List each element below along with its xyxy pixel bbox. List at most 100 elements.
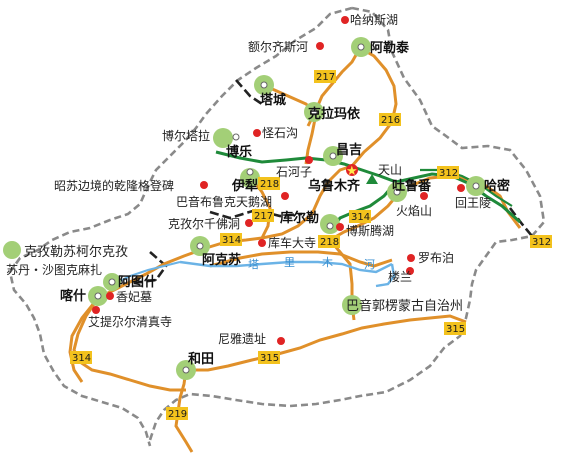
city-label-korla: 库尔勒	[280, 210, 319, 226]
kongque-river	[117, 261, 181, 283]
route-badge-314b-label: 314	[351, 212, 370, 223]
poi-dot-erqisi[interactable]	[316, 42, 324, 50]
poi-dot-bositeng[interactable]	[336, 223, 344, 231]
region-label-sudan: 苏丹・沙图克麻扎	[6, 262, 102, 277]
tarim-river	[179, 260, 393, 274]
poi-dot-xiangfei[interactable]	[106, 292, 114, 300]
route-badge-314c	[70, 351, 92, 364]
disputed-border-north	[235, 79, 263, 106]
city-label-urumqi: 乌鲁木齐	[308, 178, 361, 194]
poi-dot-hanas[interactable]	[341, 16, 349, 24]
route-badge-218a	[258, 177, 280, 190]
route-badge-217a-label: 217	[316, 72, 335, 83]
mountain-icon	[366, 174, 378, 184]
poi-label-kuchedasi: 库车大寺	[268, 235, 316, 250]
rail-urumqi-hami	[395, 172, 521, 224]
road-kashgar-south	[72, 297, 186, 392]
city-markers	[3, 37, 486, 380]
poi-label-huiwangling: 回王陵	[455, 196, 491, 210]
route-badge-315b-label: 315	[260, 353, 279, 364]
route-badge-218a-label: 218	[260, 179, 279, 190]
road-hotan-east	[186, 314, 467, 372]
province-border	[148, 6, 546, 441]
route-badge-312b-label: 312	[532, 237, 551, 248]
city-marker-boertala[interactable]	[213, 128, 233, 148]
capital-marker-urumqi[interactable]	[346, 164, 358, 176]
poi-label-huoyanshan: 火焰山	[396, 203, 432, 218]
road-kashgar-west	[68, 297, 100, 383]
region-marker-kizilsu[interactable]	[3, 241, 21, 259]
city-label-kelamayi: 克拉玛依	[308, 106, 361, 122]
rail-bole-urumqi	[215, 150, 397, 184]
city-label-aksu: 阿克苏	[202, 252, 241, 268]
poi-dot-kezier[interactable]	[245, 219, 253, 227]
route-badge-314a	[220, 233, 242, 246]
city-marker-yining[interactable]	[240, 168, 260, 188]
disputed-border-aksu	[125, 251, 168, 286]
river-char-1: 塔	[248, 258, 259, 271]
route-badge-314a-label: 314	[222, 235, 241, 246]
poi-dot-luobupo[interactable]	[407, 254, 415, 262]
poi-dot-huoyanshan[interactable]	[420, 192, 428, 200]
poi-dot-huiwangling[interactable]	[457, 184, 465, 192]
poi-dot-bayinbuluke[interactable]	[281, 192, 289, 200]
poi-label-luobupo: 罗布泊	[418, 251, 454, 265]
route-badge-312a	[437, 166, 459, 179]
route-badge-315b	[258, 351, 280, 364]
poi-label-tianshan: 天山	[378, 163, 402, 177]
route-badge-315a-label: 315	[446, 324, 465, 335]
city-label-bole: 博乐	[226, 144, 252, 160]
city-label-aletai: 阿勒泰	[370, 40, 410, 56]
poi-label-qianlong: 昭苏边境的乾隆格登碑	[54, 178, 174, 193]
poi-label-erqisi: 额尔齐斯河	[248, 39, 308, 54]
route-badge-216-label: 216	[381, 115, 400, 126]
road-aletai-urumqi	[350, 46, 398, 167]
poi-dot-kuchedasi[interactable]	[258, 239, 266, 247]
city-label-tacheng: 塔城	[260, 92, 286, 108]
city-label-kashgar: 喀什	[60, 288, 86, 304]
route-badges: 217 216 218 217 314 218 314 312 312 315 …	[70, 70, 552, 420]
disputed-border-ili	[209, 208, 303, 220]
route-badge-315a	[444, 322, 466, 335]
poi-dot-qianlong[interactable]	[200, 181, 208, 189]
route-badge-312a-label: 312	[439, 168, 458, 179]
route-badge-217b-label: 217	[254, 211, 273, 222]
poi-dot-niya[interactable]	[277, 337, 285, 345]
disputed-border-hami	[508, 207, 533, 237]
poi-dot-shihezi[interactable]	[305, 156, 313, 164]
poi-dot-guaishigou[interactable]	[253, 129, 261, 137]
city-label-hotan: 和田	[188, 351, 214, 367]
route-badge-314c-label: 314	[72, 353, 91, 364]
poi-label-niya: 尼雅遗址	[218, 331, 266, 346]
poi-dot-aitigaer[interactable]	[92, 306, 100, 314]
route-badge-216	[379, 113, 401, 126]
river-char-2: 里	[284, 256, 295, 269]
poi-markers	[92, 16, 465, 345]
capital-star-icon: ★	[346, 164, 358, 179]
city-label-yining: 伊犁	[231, 178, 258, 194]
route-badge-217a	[314, 70, 336, 83]
road-korla-urumqi	[310, 164, 353, 215]
city-label-artux: 阿图什	[118, 274, 157, 290]
poi-label-kezier: 克孜尔千佛洞	[168, 216, 240, 231]
route-badge-218b	[318, 235, 340, 248]
route-badge-312b	[530, 235, 552, 248]
region-label-bayingolin: 巴音郭楞蒙古自治州	[346, 298, 463, 314]
river-char-4: 河	[364, 258, 375, 271]
tarim-river-bend	[375, 263, 396, 288]
route-badge-314b	[349, 210, 371, 223]
province-border-west	[8, 6, 353, 447]
poi-label-guaishigou: 怪石沟	[262, 126, 298, 140]
poi-dot-loulan[interactable]	[406, 267, 414, 275]
route-badge-218b-label: 218	[320, 237, 339, 248]
city-label-changji: 昌吉	[336, 143, 362, 158]
city-label-turpan: 吐鲁番	[392, 178, 432, 194]
poi-label-bositeng: 博斯腾湖	[346, 223, 394, 238]
city-label-hami: 哈密	[484, 178, 510, 194]
river-char-3: 木	[322, 256, 333, 269]
poi-label-xiangfei: 香妃墓	[116, 290, 152, 304]
region-marker-bayingolin[interactable]	[342, 295, 362, 315]
poi-label-shihezi: 石河子	[276, 165, 312, 179]
